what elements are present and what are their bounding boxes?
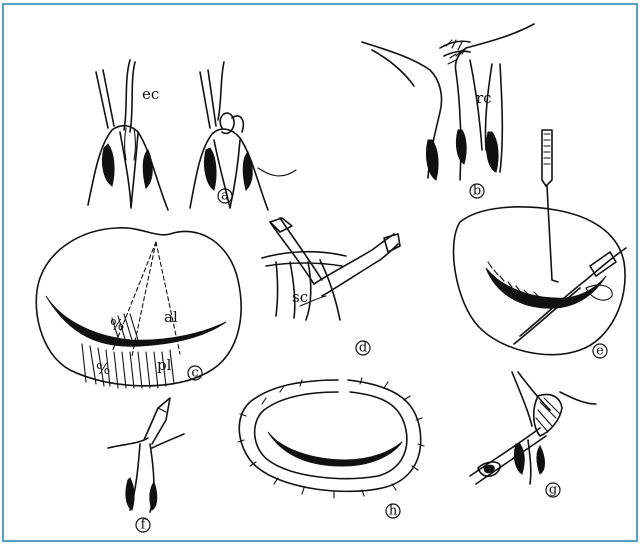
label-percent-top: %: [110, 316, 124, 334]
panel-g: g: [470, 372, 596, 498]
label-percent-bottom: %: [96, 360, 110, 378]
label-rc: rc: [476, 89, 492, 107]
panel-d-label: d: [359, 341, 367, 356]
label-al: al: [164, 308, 178, 326]
panel-b-label: b: [473, 184, 481, 199]
panel-d: sc d: [262, 218, 400, 356]
panel-e: e: [454, 130, 626, 359]
label-ec: ec: [142, 85, 159, 103]
label-pl: pl: [157, 356, 172, 374]
panel-h-label: h: [389, 504, 398, 519]
panel-c-label: c: [191, 366, 198, 381]
panel-b: rc b: [362, 24, 534, 199]
panel-g-label: g: [549, 483, 557, 498]
panel-f: f: [108, 398, 184, 533]
panel-f-label: f: [141, 518, 147, 533]
panel-c: % % al pl c: [36, 228, 241, 388]
panel-h: h: [238, 378, 424, 519]
panel-a: ec a: [88, 60, 296, 210]
panel-a-label: a: [221, 189, 229, 204]
label-sc: sc: [292, 288, 308, 306]
panel-e-label: e: [596, 344, 604, 359]
